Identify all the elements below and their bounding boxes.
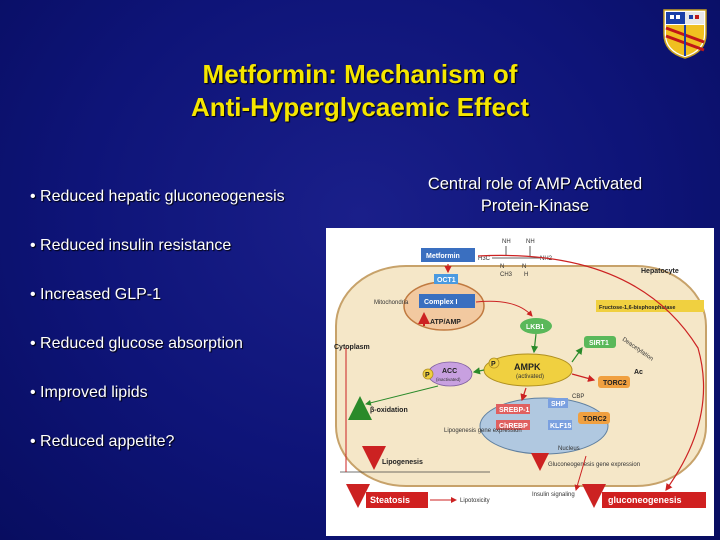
gluconeo-ge-label: Gluconeogenesis gene expression <box>548 462 640 468</box>
gluconeogenesis-label: gluconeogenesis <box>608 495 682 505</box>
ac-label: Ac <box>634 369 643 376</box>
metformin-box <box>421 248 475 262</box>
nucleus-gluconeo-arrow <box>574 455 587 491</box>
chem-nh2: NH2 <box>540 256 553 262</box>
sirt1-label: SIRT1 <box>589 340 609 347</box>
ampk-srebp-arrow <box>520 387 528 402</box>
torc2-box-top <box>598 376 630 388</box>
shp-label: SHP <box>551 401 566 408</box>
lipogenesis-ge-label: Lipogenesis gene expression <box>444 428 522 434</box>
chem-nh-2: NH <box>526 239 535 245</box>
chem-n-2: N <box>522 264 526 270</box>
metformin-structure: NH NH H3C N N NH2 CH3 H <box>478 239 553 278</box>
torc2-label-top: TORC2 <box>603 380 627 387</box>
bullet-item: • Reduced appetite? <box>30 433 175 450</box>
acc-phospho-circle <box>422 368 434 380</box>
shp-box <box>548 398 568 408</box>
title-line-2: Anti-Hyperglycaemic Effect <box>190 92 530 122</box>
chem-nh-1: NH <box>502 239 511 245</box>
right-heading-line-2: Protein-Kinase <box>480 197 590 215</box>
torc2-label-nucleus: TORC2 <box>583 416 607 423</box>
cytoplasm-label: Cytoplasm <box>334 344 370 351</box>
steatosis-label: Steatosis <box>370 495 410 505</box>
acc-label: ACC <box>442 368 457 375</box>
torc2-box-nucleus <box>578 412 610 424</box>
complex1-lkb1-arrow <box>475 300 533 317</box>
lipotoxicity-label: Lipotoxicity <box>460 498 490 504</box>
srebp-box <box>496 404 530 414</box>
complex1-label: Complex I <box>424 299 458 306</box>
steatosis-box <box>366 492 428 508</box>
acc-p-label: P <box>425 372 430 379</box>
ampk-sub-label: (activated) <box>516 374 544 380</box>
ampk-acc-arrow <box>472 367 485 375</box>
ampk-phospho-circle <box>488 357 500 369</box>
oct1-label: OCT1 <box>437 277 456 284</box>
lkb1-shape <box>520 318 552 334</box>
lkb1-ampk-arrow <box>531 333 539 354</box>
klf15-box <box>548 420 572 430</box>
acc-sub-label: (inactivated) <box>436 377 461 382</box>
right-heading: Central role of AMP Activated Protein-Ki… <box>370 173 700 217</box>
bullet-item: • Reduced insulin resistance <box>30 237 232 254</box>
chem-n-1: N <box>500 264 504 270</box>
fructose-label: Fructose-1,6-bisphosphatase <box>599 305 675 311</box>
cbp-label: CBP <box>572 394 584 400</box>
chem-h: H <box>524 272 528 278</box>
ampk-sirt1-arrow <box>571 347 583 363</box>
right-heading-line-1: Central role of AMP Activated <box>427 175 643 193</box>
klf15-label: KLF15 <box>550 423 572 430</box>
srebp-label: SREBP-1 <box>499 407 529 414</box>
pathway-diagram-svg: Hepatocyte Mitochondria Metformin NH NH … <box>334 239 707 508</box>
bullet-item: • Improved lipids <box>30 384 148 401</box>
bullet-list: • Reduced hepatic gluconeogenesis • Redu… <box>30 188 330 482</box>
bullet-item: • Increased GLP-1 <box>30 286 161 303</box>
oct1-box <box>434 274 458 284</box>
bullet-item: • Reduced glucose absorption <box>30 335 243 352</box>
metformin-label: Metformin <box>426 253 460 260</box>
insulin-signaling-label: Insulin signaling <box>532 492 575 498</box>
metformin-gluconeo-arrow <box>477 254 705 491</box>
title-line-1: Metformin: Mechanism of <box>202 59 518 89</box>
university-crest-logo <box>662 8 708 60</box>
acc-betaox-arrow <box>365 385 439 406</box>
lipogenesis-label: Lipogenesis <box>382 459 423 466</box>
nucleus-label: Nucleus <box>558 446 580 452</box>
sirt1-box <box>584 336 616 348</box>
bullet-item: • Reduced hepatic gluconeogenesis <box>30 188 285 205</box>
chrebp-label: ChREBP <box>499 423 528 430</box>
ampk-label: AMPK <box>514 362 541 372</box>
hepatocyte-label: Hepatocyte <box>641 268 679 275</box>
chem-ch3: CH3 <box>500 272 513 278</box>
chrebp-box <box>496 420 530 430</box>
gluconeogenesis-box <box>602 492 706 508</box>
lkb1-label: LKB1 <box>526 324 544 331</box>
complex1-box <box>419 294 475 308</box>
ampk-torc2-arrow <box>571 373 596 382</box>
fructose-box <box>596 300 704 312</box>
atp-amp-label: ATP/AMP <box>430 319 461 326</box>
beta-oxidation-label: β-oxidation <box>370 407 408 414</box>
ampk-p-label: P <box>491 361 496 368</box>
ampk-pathway-diagram: Hepatocyte Mitochondria Metformin NH NH … <box>326 228 714 536</box>
mitochondria-label: Mitochondria <box>374 300 409 306</box>
chem-h3c: H3C <box>478 256 491 262</box>
slide-title: Metformin: Mechanism of Anti-Hyperglycae… <box>90 58 630 124</box>
